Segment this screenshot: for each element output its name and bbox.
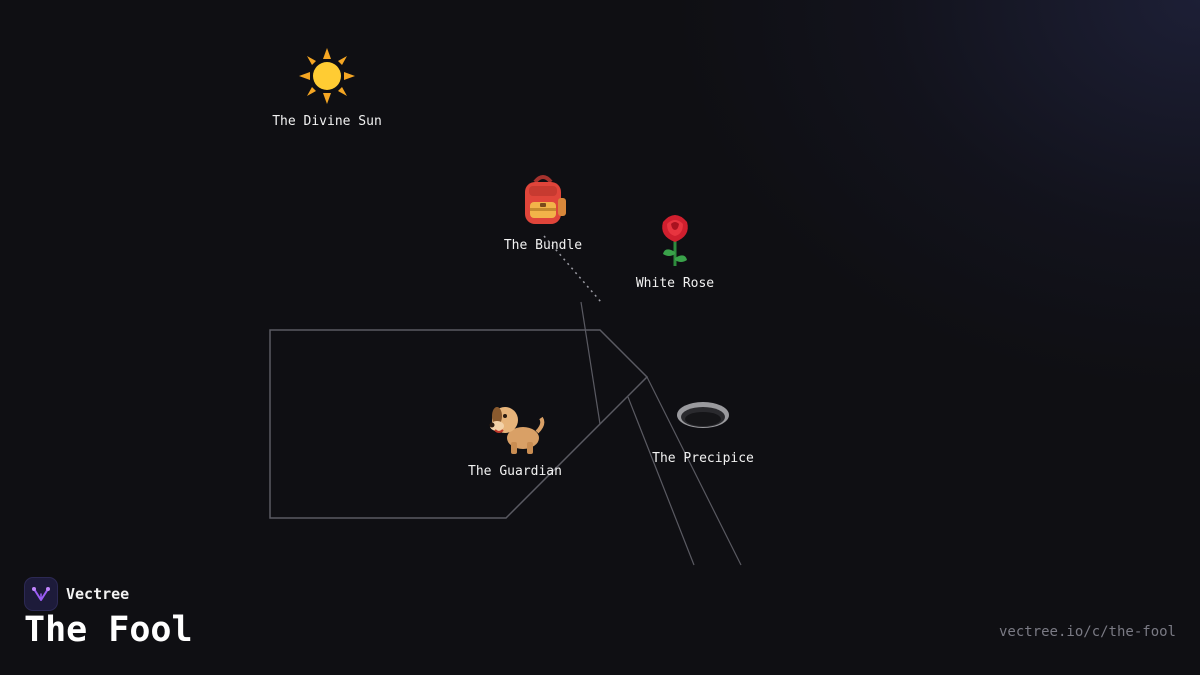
hole-icon bbox=[623, 383, 783, 447]
node-bundle[interactable]: The Bundle bbox=[463, 170, 623, 253]
node-precipice[interactable]: The Precipice bbox=[623, 383, 783, 466]
node-label: The Precipice bbox=[652, 451, 754, 466]
node-label: The Divine Sun bbox=[272, 114, 382, 129]
page-title: The Fool bbox=[24, 610, 193, 650]
precipice-edge-outer bbox=[646, 376, 742, 566]
precipice-edge-inner bbox=[627, 396, 695, 566]
node-label: White Rose bbox=[635, 276, 715, 291]
brand[interactable]: Vectree bbox=[24, 577, 129, 611]
cliff-outline bbox=[269, 329, 649, 519]
dog-icon bbox=[435, 396, 595, 460]
guardian-connector bbox=[580, 301, 601, 425]
rose-icon bbox=[595, 208, 755, 272]
sun-icon bbox=[247, 46, 407, 110]
node-white-rose[interactable]: White Rose bbox=[595, 208, 755, 291]
node-label: The Bundle bbox=[503, 238, 583, 253]
vectree-logo-icon bbox=[24, 577, 58, 611]
source-url[interactable]: vectree.io/c/the-fool bbox=[998, 624, 1176, 640]
node-guardian[interactable]: The Guardian bbox=[435, 396, 595, 479]
node-label: The Guardian bbox=[468, 464, 562, 479]
node-divine-sun[interactable]: The Divine Sun bbox=[247, 46, 407, 129]
brand-name: Vectree bbox=[66, 585, 130, 603]
backpack-icon bbox=[463, 170, 623, 234]
dotted-connector bbox=[543, 235, 602, 303]
